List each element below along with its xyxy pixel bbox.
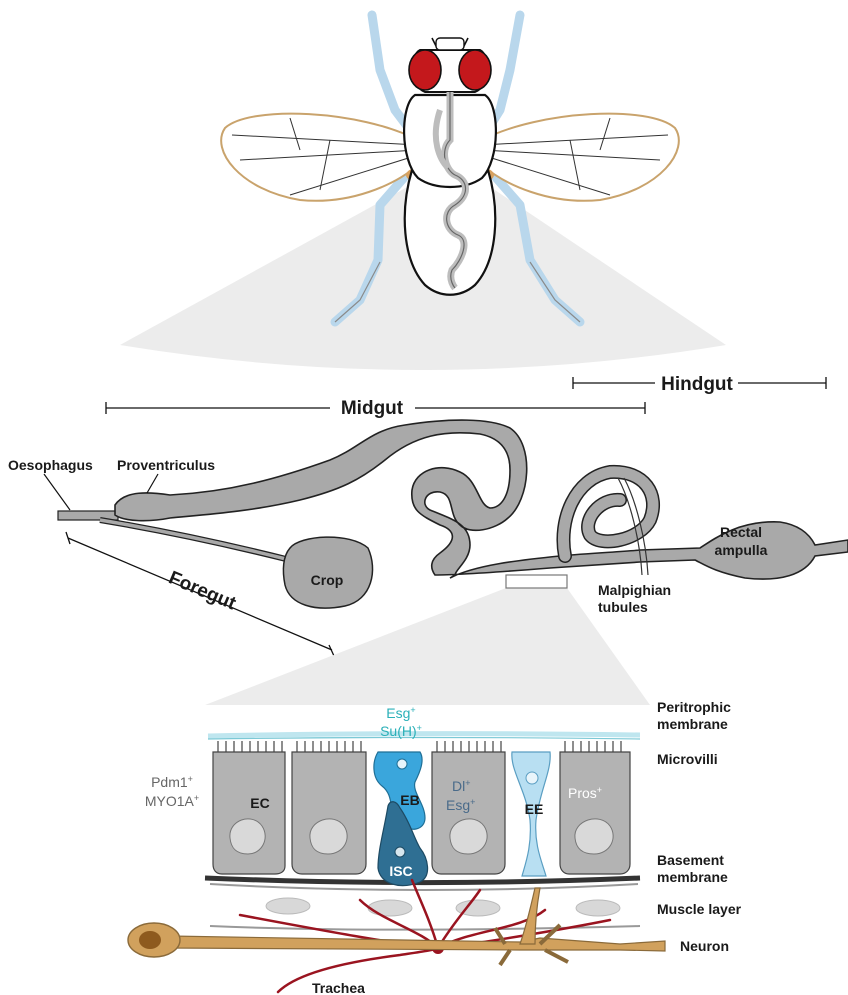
midgut-label: Midgut: [341, 398, 404, 419]
hindgut-label: Hindgut: [661, 374, 733, 395]
rectal-label-line2: ampulla: [715, 542, 768, 558]
ec-label: EC: [250, 795, 269, 811]
malpighian-label-line2: tubules: [598, 599, 648, 615]
tissue-inset-box: [506, 575, 567, 588]
malpighian-label-line1: Malpighian: [598, 582, 671, 598]
basement-label-line2: membrane: [657, 869, 728, 885]
ee-label: EE: [525, 801, 544, 817]
fly-illustration: [120, 15, 726, 370]
neuron-label: Neuron: [680, 938, 729, 954]
foregut-label: Foregut: [165, 567, 239, 614]
ec-cell-4: [560, 752, 630, 874]
fly-eye-left: [409, 50, 441, 90]
crop-label: Crop: [311, 572, 344, 588]
proventriculus-label: Proventriculus: [117, 457, 215, 473]
ec-cell-3: [432, 752, 505, 874]
left-wing: [221, 114, 418, 201]
fly-eye-right: [459, 50, 491, 90]
right-wing: [482, 114, 679, 201]
suh-marker: Su(H)+: [380, 723, 422, 739]
ec-cell-1: [213, 752, 285, 874]
trachea-label: Trachea: [312, 980, 365, 995]
myo1a-marker: MYO1A+: [145, 793, 199, 809]
isc-label: ISC: [389, 863, 412, 879]
peritrophic-label-line2: membrane: [657, 716, 728, 732]
basement-label-line1: Basement: [657, 852, 724, 868]
eb-label: EB: [400, 792, 419, 808]
pdm1-marker: Pdm1+: [151, 774, 193, 790]
muscle-label: Muscle layer: [657, 901, 742, 917]
rectal-label-line1: Rectal: [720, 524, 762, 540]
peritrophic-label-line1: Peritrophic: [657, 699, 731, 715]
ec-cell-2: [292, 752, 366, 874]
oesophagus-label: Oesophagus: [8, 457, 93, 473]
esg-marker-top: Esg+: [386, 705, 415, 721]
microvilli-label: Microvilli: [657, 751, 718, 767]
